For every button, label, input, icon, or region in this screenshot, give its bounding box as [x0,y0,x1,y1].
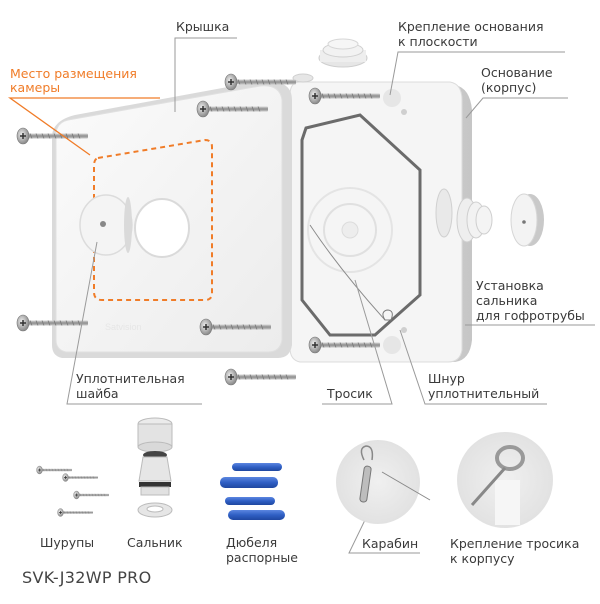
label-gland-install-1: Установка [476,278,544,293]
label-camera-place-1: Место размещения [10,66,137,81]
accessory-label-cable-fastening-1: Крепление тросика [450,536,580,551]
accessory-dowels [220,463,285,520]
gland-plug-side [510,193,544,247]
svg-text:Satvision: Satvision [105,322,142,332]
accessory-cable-gland [137,417,173,518]
label-base-mount-2: к плоскости [398,34,478,49]
label-base-2: (корпус) [481,80,537,95]
accessory-screws [36,465,110,517]
label-gland-install-3: для гофротрубы [476,308,585,323]
label-base-1: Основание [481,65,553,80]
label-seal-washer-2: шайба [76,386,119,401]
base-housing [289,81,472,363]
gland-plug-top [318,38,368,68]
label-cable: Тросик [327,386,373,401]
label-base-mount-1: Крепление основания [398,19,544,34]
gland-grommet-side [435,188,493,243]
accessory-label-carabiner: Карабин [362,536,419,551]
label-seal-washer-1: Уплотнительная [76,371,185,386]
accessory-label-gland: Сальник [127,535,183,550]
accessory-label-dowels-2: распорные [226,550,298,565]
accessory-carabiner [336,440,431,524]
label-gland-install-2: сальника [476,293,538,308]
label-seal-cord-2: уплотнительный [428,386,540,401]
leader-lines [7,37,595,554]
product-model-title: SVK-J32WP PRO [22,568,152,587]
accessory-cable-fastening [457,432,553,528]
accessory-label-dowels-1: Дюбеля [226,535,278,550]
label-seal-cord-1: Шнур [428,371,465,386]
accessory-label-cable-fastening-2: к корпусу [450,551,515,566]
label-cover: Крышка [176,19,230,34]
accessory-label-screws: Шурупы [40,535,95,550]
cover: Satvision [52,82,292,358]
label-camera-place-2: камеры [10,80,61,95]
